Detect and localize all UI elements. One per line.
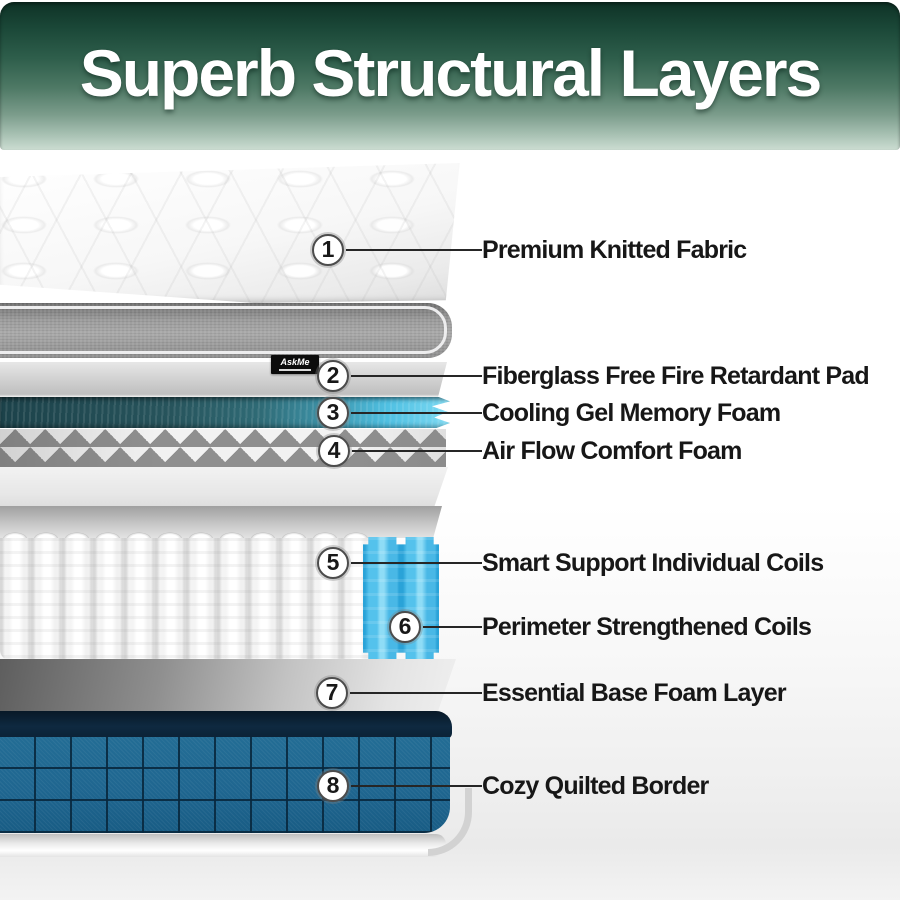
callout-6-circle: 6 bbox=[389, 611, 421, 643]
callout-4-line bbox=[352, 450, 482, 452]
callout-7-circle: 7 bbox=[316, 677, 348, 709]
callout-4-label: Air Flow Comfort Foam bbox=[482, 437, 742, 465]
header-banner: Superb Structural Layers bbox=[0, 2, 900, 150]
airflow-foam-ridge-row bbox=[0, 429, 446, 449]
base-trim-hook bbox=[428, 788, 472, 856]
callout-3-line bbox=[351, 412, 482, 414]
callout-2-line bbox=[351, 375, 482, 377]
page-title: Superb Structural Layers bbox=[79, 35, 823, 110]
callout-5-circle: 5 bbox=[317, 547, 349, 579]
callout-7-line bbox=[350, 692, 482, 694]
callout-1-label: Premium Knitted Fabric bbox=[482, 236, 747, 264]
knitted-fabric-layer bbox=[0, 163, 460, 303]
callout-6-label: Perimeter Strengthened Coils bbox=[482, 613, 812, 641]
callout-8-circle: 8 bbox=[317, 770, 349, 802]
base-foam-wedge bbox=[0, 659, 456, 712]
callout-2-label: Fiberglass Free Fire Retardant Pad bbox=[482, 362, 870, 390]
transition-foam-layer bbox=[0, 467, 448, 506]
fabric-underside-pad bbox=[0, 303, 452, 358]
callout-7-label: Essential Base Foam Layer bbox=[482, 679, 787, 707]
base-trim bbox=[0, 834, 446, 857]
airflow-foam-layer bbox=[0, 429, 446, 467]
individual-coils-layer bbox=[0, 538, 374, 660]
fire-retardant-pad-layer bbox=[0, 362, 447, 397]
callout-6-line bbox=[423, 626, 482, 628]
callout-5-label: Smart Support Individual Coils bbox=[482, 549, 824, 577]
callout-8-line bbox=[351, 785, 482, 787]
callout-3-label: Cooling Gel Memory Foam bbox=[482, 399, 781, 427]
brand-tag: AskMe bbox=[271, 355, 319, 374]
callout-5-line bbox=[351, 562, 482, 564]
callout-8-label: Cozy Quilted Border bbox=[482, 772, 709, 800]
quilted-border-top bbox=[0, 711, 452, 739]
callout-1-circle: 1 bbox=[312, 234, 344, 266]
callout-2-circle: 2 bbox=[317, 360, 349, 392]
callout-3-circle: 3 bbox=[317, 397, 349, 429]
callout-1-line bbox=[346, 249, 482, 251]
callout-4-circle: 4 bbox=[318, 435, 350, 467]
